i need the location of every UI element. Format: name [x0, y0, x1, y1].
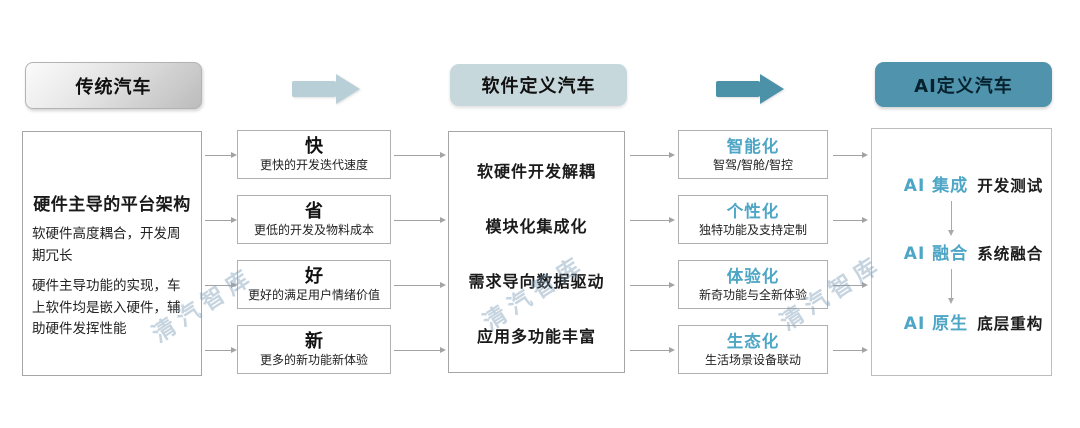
arrow-head	[760, 74, 784, 104]
connector-arrow-icon	[630, 282, 675, 288]
connector-arrow-icon	[833, 347, 868, 353]
characteristic-box-intelligent: 智能化 智驾/智舱/智控	[678, 130, 828, 179]
stage-header-software-defined: 软件定义汽车	[450, 64, 627, 106]
stage-header-ai-defined: AI定义汽车	[875, 62, 1052, 107]
arrow-head	[336, 74, 360, 104]
ai-stage-row: AI 集成 开发测试	[896, 171, 1051, 196]
connector-arrow-icon	[630, 217, 675, 223]
characteristic-desc: 新奇功能与全新体验	[698, 288, 807, 302]
characteristic-box-ecological: 生态化 生活场景设备联动	[678, 325, 828, 374]
characteristic-box-experiential: 体验化 新奇功能与全新体验	[678, 260, 828, 309]
software-feature: 模块化集成化	[485, 216, 588, 236]
characteristic-box-personalized: 个性化 独特功能及支持定制	[678, 195, 828, 244]
connector-arrow-icon	[205, 217, 237, 223]
benefit-box-fast: 快 更快的开发迭代速度	[237, 130, 391, 179]
characteristic-title: 个性化	[726, 202, 780, 221]
benefit-desc: 更低的开发及物料成本	[253, 223, 374, 237]
ai-stage-row: AI 融合 系统融合	[896, 239, 1051, 264]
characteristic-desc: 生活场景设备联动	[704, 353, 801, 367]
traditional-platform-box: 硬件主导的平台架构 软硬件高度耦合，开发周期冗长 硬件主导功能的实现，车上软件均…	[22, 131, 202, 376]
stage-arrow-right-icon	[292, 74, 360, 104]
ai-defined-box: AI 集成 开发测试 AI 融合 系统融合 AI 原生 底层重构	[871, 128, 1052, 376]
traditional-box-title: 硬件主导的平台架构	[33, 195, 191, 215]
benefit-title: 快	[305, 136, 323, 157]
connector-arrow-icon	[205, 152, 237, 158]
benefit-title: 新	[305, 331, 323, 352]
connector-arrow-icon	[630, 152, 675, 158]
connector-arrow-icon	[205, 347, 237, 353]
benefit-title: 好	[305, 266, 323, 287]
characteristic-desc: 智驾/智舱/智控	[712, 158, 794, 172]
stage-arrow-right-icon	[716, 74, 784, 104]
characteristic-title: 生态化	[726, 332, 780, 351]
characteristic-title: 体验化	[726, 267, 780, 286]
benefit-box-new: 新 更多的新功能新体验	[237, 325, 391, 374]
connector-arrow-icon	[394, 152, 446, 158]
connector-arrow-icon	[833, 217, 868, 223]
connector-arrow-icon	[630, 347, 675, 353]
connector-arrow-icon	[833, 282, 868, 288]
software-feature: 软硬件开发解耦	[476, 161, 596, 181]
ai-stage-row: AI 原生 底层重构	[896, 309, 1051, 334]
arrow-down-icon	[948, 269, 954, 304]
software-feature: 应用多功能丰富	[476, 326, 596, 346]
connector-arrow-icon	[833, 152, 868, 158]
ai-stage-title: AI 集成	[903, 176, 969, 196]
benefit-box-save: 省 更低的开发及物料成本	[237, 195, 391, 244]
connector-arrow-icon	[394, 282, 446, 288]
connector-arrow-icon	[205, 282, 237, 288]
stage-header-traditional: 传统汽车	[25, 62, 202, 109]
software-feature: 需求导向数据驱动	[468, 271, 605, 291]
traditional-box-paragraph: 软硬件高度耦合，开发周期冗长	[32, 226, 181, 264]
benefit-box-good: 好 更好的满足用户情绪价值	[237, 260, 391, 309]
benefit-desc: 更好的满足用户情绪价值	[247, 288, 380, 302]
ai-stage-desc: 底层重构	[977, 315, 1044, 333]
benefit-desc: 更快的开发迭代速度	[259, 158, 368, 172]
ai-stage-desc: 系统融合	[977, 245, 1044, 263]
benefit-title: 省	[305, 201, 323, 222]
ai-stage-title: AI 融合	[903, 244, 969, 264]
software-defined-feature-box: 软硬件开发解耦 模块化集成化 需求导向数据驱动 应用多功能丰富	[448, 131, 625, 373]
traditional-box-paragraph: 硬件主导功能的实现，车上软件均是嵌入硬件，辅助硬件发挥性能	[32, 278, 181, 338]
characteristic-title: 智能化	[726, 137, 780, 156]
connector-arrow-icon	[394, 347, 446, 353]
connector-arrow-icon	[394, 217, 446, 223]
ai-stage-title: AI 原生	[903, 314, 969, 334]
arrow-shaft	[716, 81, 760, 97]
arrow-shaft	[292, 81, 336, 97]
benefit-desc: 更多的新功能新体验	[259, 353, 368, 367]
ai-stage-desc: 开发测试	[977, 177, 1044, 195]
arrow-down-icon	[948, 201, 954, 236]
characteristic-desc: 独特功能及支持定制	[698, 223, 807, 237]
